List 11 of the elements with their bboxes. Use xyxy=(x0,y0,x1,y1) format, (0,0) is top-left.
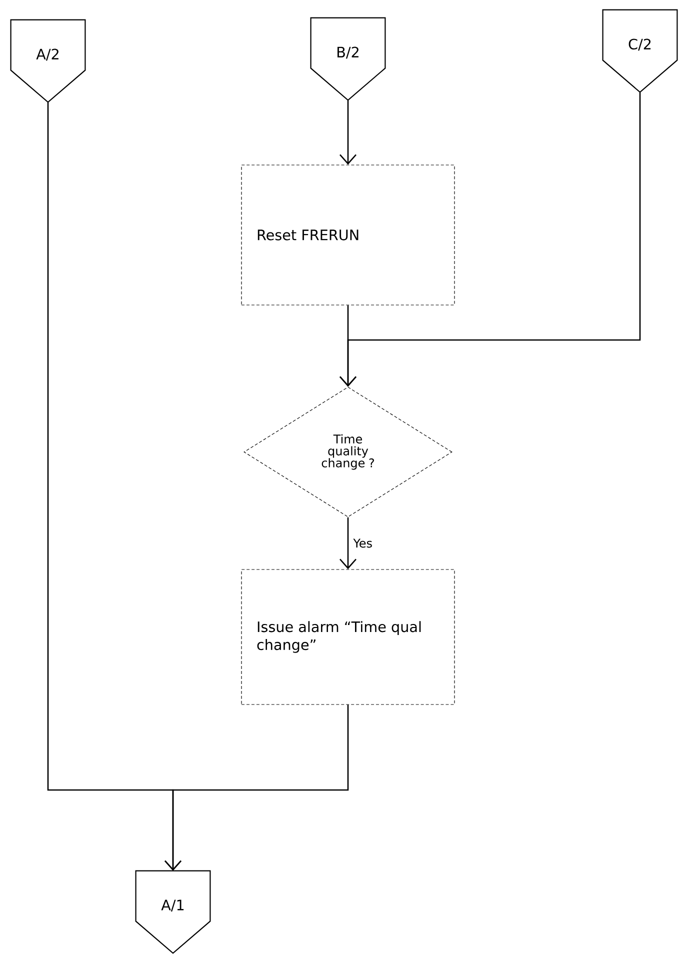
arrow xyxy=(164,704,349,871)
arrow xyxy=(340,100,356,165)
edge-label: Yes xyxy=(352,538,374,549)
off-page-connector: C/2 xyxy=(602,9,678,93)
off-page-connector: A/1 xyxy=(135,870,211,954)
arrow xyxy=(340,92,641,387)
arrow xyxy=(340,517,356,570)
process-box: Reset FRERUN xyxy=(241,164,455,306)
off-page-connector: A/2 xyxy=(10,19,86,103)
process-box: Issue alarm “Time qual change” xyxy=(241,569,455,705)
off-page-connector: B/2 xyxy=(310,17,386,101)
